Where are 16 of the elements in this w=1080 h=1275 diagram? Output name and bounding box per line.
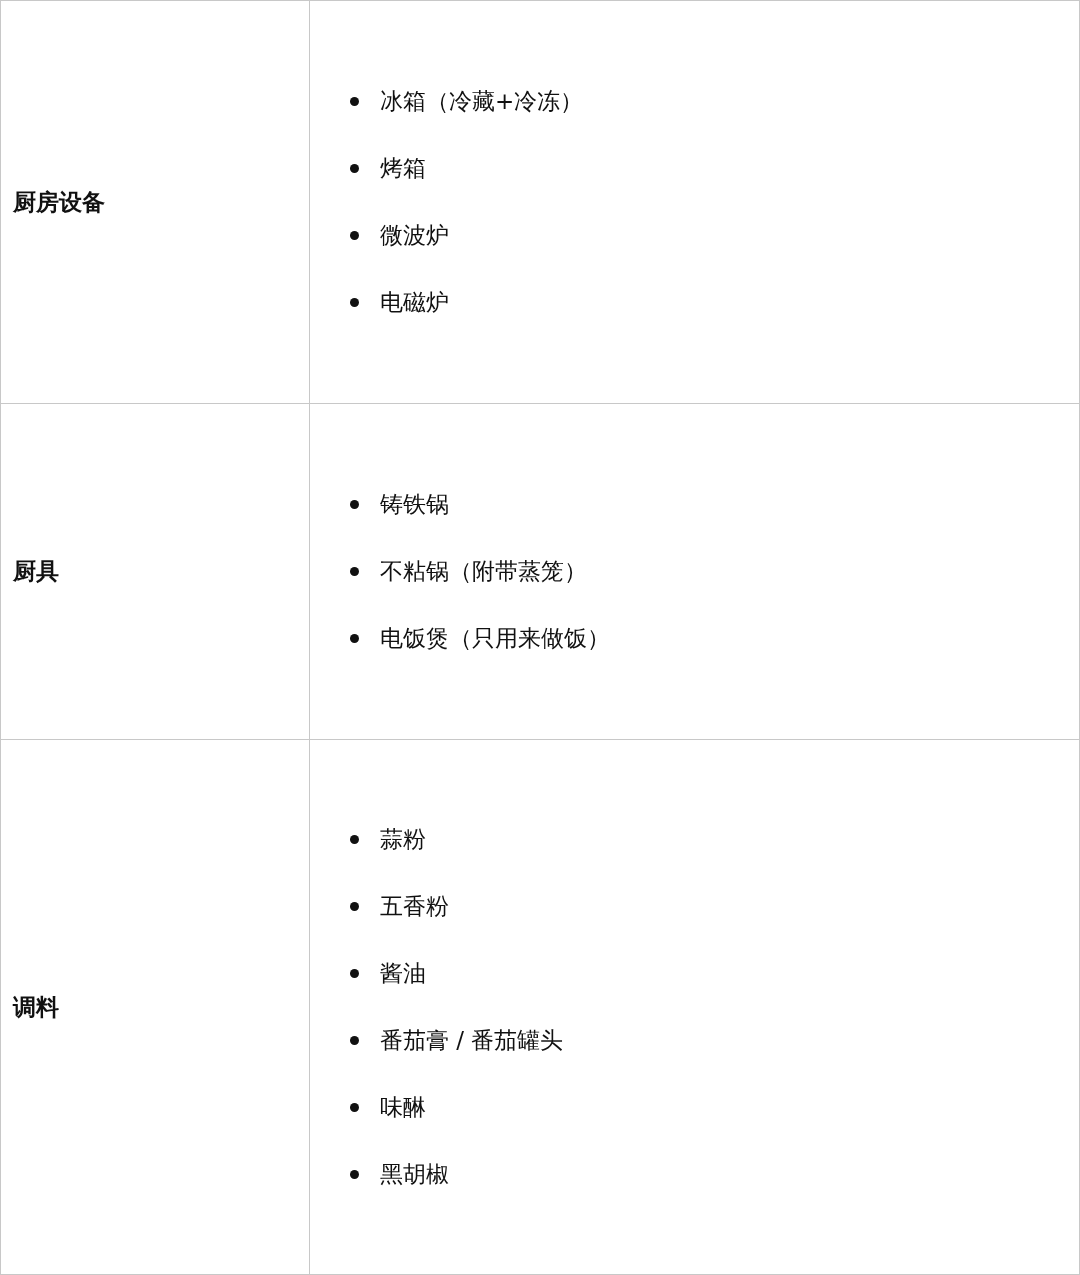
list-item: 味醂 <box>380 1093 426 1122</box>
list-item: 黑胡椒 <box>380 1160 449 1189</box>
row-header: 厨具 <box>13 557 59 586</box>
row-header: 调料 <box>13 992 59 1022</box>
list-item: 蒜粉 <box>380 825 426 854</box>
list-item: 番茄膏 / 番茄罐头 <box>380 1026 564 1055</box>
list-item: 电磁炉 <box>380 288 449 317</box>
list-item: 烤箱 <box>380 154 426 183</box>
list-item: 不粘锅（附带蒸笼） <box>380 557 587 586</box>
list-item: 酱油 <box>380 959 426 988</box>
list-item: 五香粉 <box>380 892 449 921</box>
list-item: 微波炉 <box>380 221 449 250</box>
list-item: 冰箱（冷藏+冷冻） <box>380 87 584 116</box>
list-item: 电饭煲（只用来做饭） <box>380 624 610 653</box>
row-header: 厨房设备 <box>13 187 105 217</box>
list-item: 铸铁锅 <box>380 490 449 519</box>
